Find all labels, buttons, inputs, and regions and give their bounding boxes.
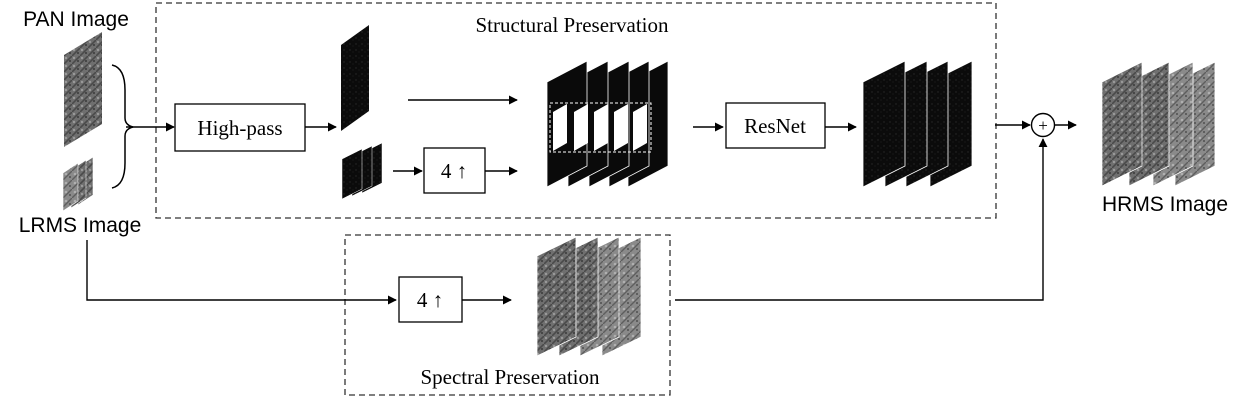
structural-output-stack (862, 60, 973, 188)
structural-preservation-region (155, 2, 997, 219)
ms-detail-stack (341, 142, 383, 200)
structural-preservation-label: Structural Preservation (475, 13, 669, 37)
high-pass-label: High-pass (197, 116, 282, 140)
upsampled-ms-stack (536, 236, 642, 357)
upsample-spectral-label: 4 ↑ (417, 288, 443, 312)
sum-node (1030, 112, 1056, 138)
hrms-image-label: HRMS Image (1102, 193, 1228, 216)
high-pass-block (174, 103, 306, 152)
arrow-spectral-to-sum (675, 138, 1048, 301)
pan-detail-image (341, 25, 369, 131)
hrms-image-stack (1101, 61, 1216, 187)
spectral-preservation-label: Spectral Preservation (420, 365, 600, 389)
pan-image-label: PAN Image (23, 8, 129, 31)
lrms-image-stack (62, 156, 94, 212)
resnet-label: ResNet (744, 114, 806, 138)
spectral-preservation-region (344, 234, 671, 396)
arrow-lrms-to-spectral-upsample (86, 240, 397, 305)
pan-image (64, 32, 102, 147)
resnet-block (725, 102, 826, 149)
lrms-image-label: LRMS Image (19, 214, 142, 237)
upsample-structural-label: 4 ↑ (441, 159, 467, 183)
concatenated-feature-stack (546, 60, 669, 188)
upsample-spectral-block (398, 276, 463, 323)
upsample-structural-block (423, 147, 486, 194)
sum-symbol: + (1038, 116, 1048, 135)
